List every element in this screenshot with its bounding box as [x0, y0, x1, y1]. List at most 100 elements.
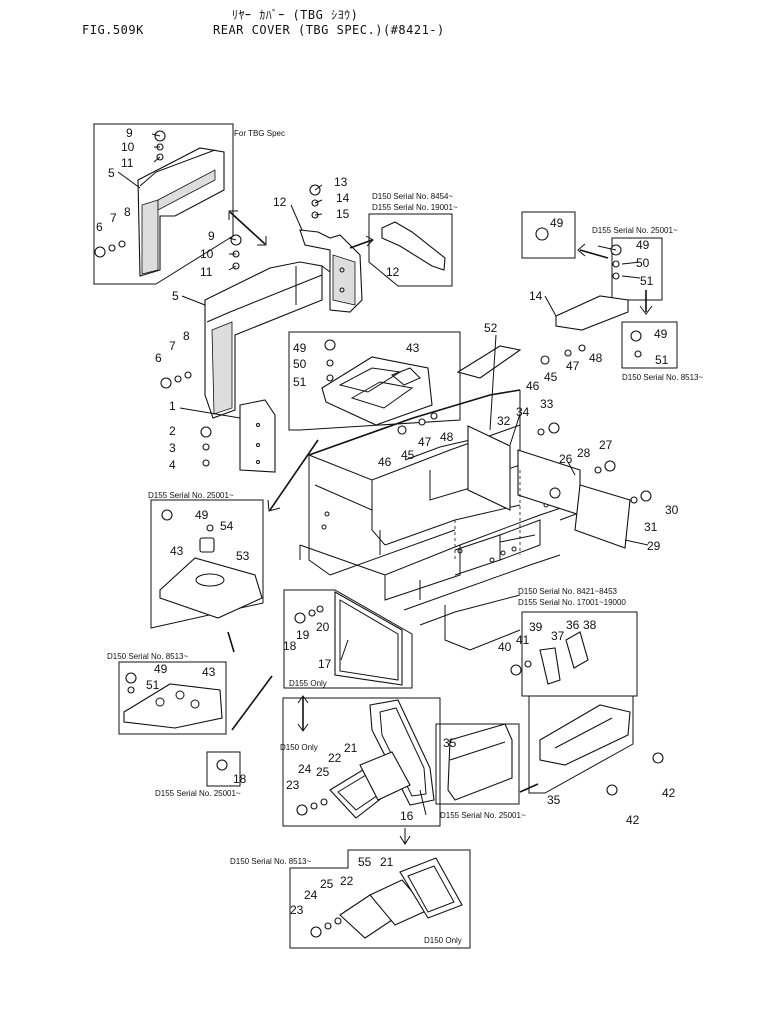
- callout: 32: [497, 414, 511, 428]
- callout: 34: [516, 405, 530, 419]
- callout: 1: [169, 399, 176, 413]
- callout: 10: [121, 140, 135, 154]
- callout: 29: [647, 539, 661, 553]
- callout: 25: [316, 765, 330, 779]
- part-plate-1: [239, 399, 276, 473]
- part-cover-35-main: [539, 704, 631, 766]
- callout: 15: [336, 207, 350, 221]
- note-d150-only-1: D150 Only: [280, 743, 318, 752]
- callout: 9: [208, 229, 215, 243]
- callout: 24: [304, 888, 318, 902]
- part-bracket-12-main: [299, 229, 363, 313]
- callout: 53: [236, 549, 250, 563]
- callout: 36: [566, 618, 580, 632]
- callout: 41: [516, 633, 530, 647]
- hidden-lines: [454, 470, 521, 560]
- part-plate-14: [555, 295, 629, 331]
- callout: 27: [599, 438, 613, 452]
- part-cover-52: [456, 345, 522, 379]
- japanese-title: ﾘﾔｰ ｶﾊﾞｰ (TBG ｼﾖｳ): [232, 8, 359, 22]
- note-d150-8513-r: D150 Serial No. 8513~: [622, 373, 703, 382]
- callout: 24: [298, 762, 312, 776]
- callout: 11: [121, 156, 134, 170]
- part-gasket-21-22: [329, 751, 411, 819]
- callout: 46: [526, 379, 540, 393]
- note-d150-range: D150 Serial No. 8421~8453: [518, 587, 618, 596]
- callout: 49: [195, 508, 209, 522]
- callout: 16: [400, 809, 414, 823]
- figure-number: FIG.509K: [82, 23, 144, 37]
- callout: 14: [529, 289, 543, 303]
- serial-notes: For TBG Spec D150 Serial No. 8454~ D155 …: [107, 129, 703, 945]
- callout: 20: [316, 620, 330, 634]
- callout: 12: [273, 195, 287, 209]
- part-cover-43-mid: [159, 537, 263, 619]
- part-cover-5-main: [204, 261, 331, 419]
- callout: 18: [233, 772, 247, 786]
- part-bracket-36-39: [539, 631, 589, 685]
- callout: 43: [170, 544, 184, 558]
- callout: 11: [200, 265, 213, 279]
- note-d150-only-2: D150 Only: [424, 936, 462, 945]
- callout: 43: [406, 341, 420, 355]
- part-cover-17: [334, 591, 403, 686]
- callout: 14: [336, 191, 350, 205]
- callout: 12: [386, 265, 400, 279]
- callout: 10: [200, 247, 214, 261]
- callout: 37: [551, 629, 565, 643]
- callout: 35: [547, 793, 561, 807]
- callout: 9: [126, 126, 133, 140]
- part-cover-5-inset: [137, 147, 225, 277]
- english-title: REAR COVER (TBG SPEC.)(#8421-): [213, 23, 445, 37]
- callout: 2: [169, 424, 176, 438]
- callout: 21: [344, 741, 358, 755]
- note-d155-25001-tr: D155 Serial No. 25001~: [592, 226, 678, 235]
- part-cover-43-lower: [123, 683, 223, 729]
- note-d150-8454: D150 Serial No. 8454~: [372, 192, 453, 201]
- callout: 33: [540, 397, 554, 411]
- connection-arrows: [227, 210, 653, 845]
- note-d155-only: D155 Only: [289, 679, 327, 688]
- callout: 51: [655, 353, 669, 367]
- callout: 49: [550, 216, 564, 230]
- callout: 23: [286, 778, 300, 792]
- callout: 45: [401, 448, 415, 462]
- callout: 31: [644, 520, 658, 534]
- callout: 49: [293, 341, 307, 355]
- note-d155-25001-b: D155 Serial No. 25001~: [155, 789, 241, 798]
- note-d150-8513-b: D150 Serial No. 8513~: [230, 857, 311, 866]
- callout: 30: [665, 503, 679, 517]
- callout: 13: [334, 175, 348, 189]
- fastener-markers: [94, 130, 664, 938]
- callout: 22: [340, 874, 354, 888]
- callout: 4: [169, 458, 176, 472]
- callout: 49: [636, 238, 650, 252]
- callout: 8: [124, 205, 131, 219]
- callout: 6: [155, 351, 162, 365]
- note-d155-19001: D155 Serial No. 19001~: [372, 203, 458, 212]
- part-plate-32: [467, 425, 511, 511]
- note-for-tbg: For TBG Spec: [234, 129, 285, 138]
- callout: 46: [378, 455, 392, 469]
- callout: 6: [96, 220, 103, 234]
- callout: 51: [146, 678, 160, 692]
- callout: 8: [183, 329, 190, 343]
- callout: 42: [662, 786, 676, 800]
- part-bracket-12-inset: [381, 221, 446, 271]
- leader-lines: [117, 133, 649, 816]
- callout-numbers: 9 10 11 5 7 8 6 9 10 11 5 8 7 6 13 14 15…: [96, 126, 679, 917]
- callout: 21: [380, 855, 394, 869]
- callout: 50: [293, 357, 307, 371]
- inset-frames: [93, 123, 678, 949]
- callout: 38: [583, 618, 597, 632]
- callout: 35: [443, 736, 457, 750]
- callout: 47: [566, 359, 580, 373]
- callout: 28: [577, 446, 591, 460]
- note-d155-25001-l: D155 Serial No. 25001~: [148, 491, 234, 500]
- part-gasket-lower: [339, 857, 463, 939]
- callout: 49: [654, 327, 668, 341]
- callout: 48: [589, 351, 603, 365]
- callout: 5: [108, 166, 115, 180]
- note-d155-25001-c: D155 Serial No. 25001~: [440, 811, 526, 820]
